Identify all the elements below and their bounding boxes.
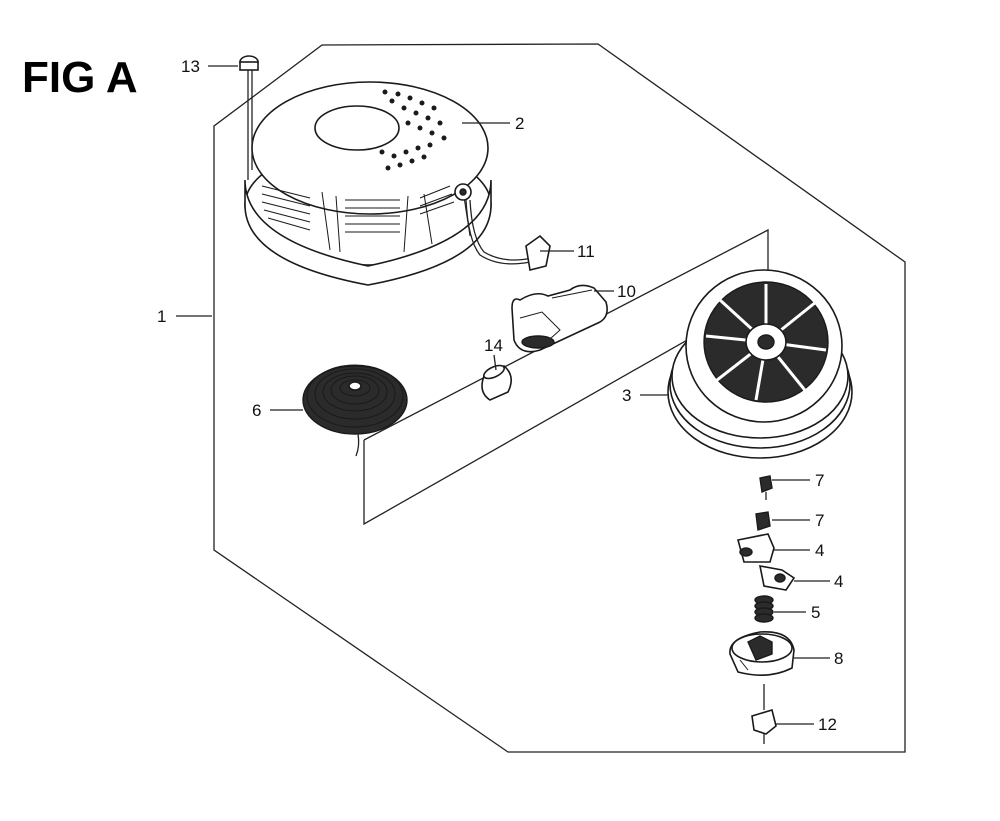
callout-5: 5 [811, 603, 820, 622]
ratchet-spring-upper-part [759, 475, 773, 500]
callout-3: 3 [622, 386, 631, 405]
recoil-spring-part [302, 364, 408, 457]
ratchet-spring-lower-part [755, 511, 771, 531]
fan-cover-part [244, 81, 492, 286]
assembly-boundary [213, 43, 906, 753]
callout-4-upper: 4 [815, 541, 824, 560]
callout-4-lower: 4 [834, 572, 843, 591]
bolt-part [239, 55, 259, 180]
callout-6: 6 [252, 401, 261, 420]
ratchet-guide-part [729, 631, 795, 676]
callout-1: 1 [157, 307, 166, 326]
setting-screw-part [751, 684, 777, 744]
callout-7-lower: 7 [815, 511, 824, 530]
collar-part [481, 364, 512, 401]
starter-rope-part [465, 199, 551, 271]
figure-title: FIG A [22, 53, 138, 102]
reel-part [667, 269, 853, 459]
leader-lines [176, 65, 830, 725]
ratchet-upper-part [737, 533, 775, 563]
callout-13: 13 [181, 57, 200, 76]
callout-11: 11 [577, 242, 595, 261]
callout-12: 12 [818, 715, 837, 734]
callout-7-upper: 7 [815, 471, 824, 490]
ratchet-lower-part [758, 565, 796, 591]
friction-spring-part [754, 595, 774, 623]
callout-10: 10 [617, 282, 636, 301]
starter-grip-part [511, 284, 608, 353]
callout-2: 2 [515, 114, 524, 133]
callout-14: 14 [484, 336, 503, 355]
callout-8: 8 [834, 649, 843, 668]
